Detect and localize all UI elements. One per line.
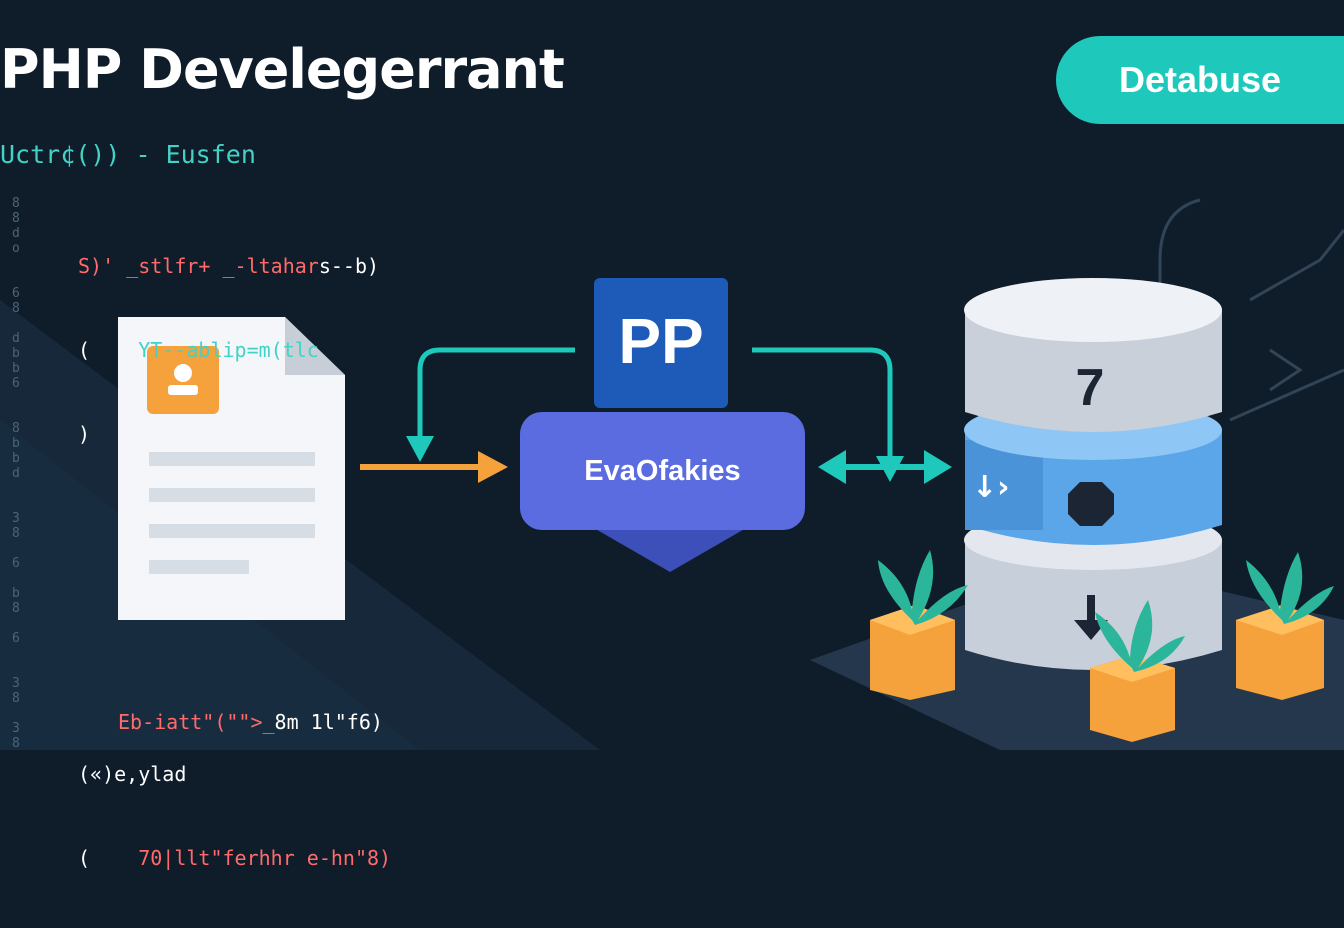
code-line: ( 70|llt"ferhhr e-hn"8)	[78, 844, 391, 872]
plant-left	[870, 550, 968, 700]
database-badge: Detabuse	[1056, 36, 1344, 124]
page-subtitle: Uctr¢()) - Eusfen	[0, 140, 256, 169]
code-line: )	[78, 420, 379, 448]
code-token: 8m 1l"f6)	[274, 710, 383, 734]
database-arrows-icon: ↓›	[972, 470, 1010, 505]
plant-right	[1236, 552, 1334, 700]
diagram-scene: PHP Develegerrant Uctr¢()) - Eusfen Deta…	[0, 36, 1344, 870]
database-badge-label: Detabuse	[1118, 59, 1282, 100]
php-logo-label: PP	[618, 305, 704, 377]
code-snippet-top: S)' _stlfr+ _-ltahars--b) ( YT--ablip=m(…	[78, 196, 379, 504]
code-line: S)' _stlfr+ _-ltahars--b)	[78, 252, 379, 280]
code-snippet-bottom-1: Eb-iatt"("">_8m 1l"f6)	[118, 652, 383, 792]
arrow-loop-left-head	[406, 436, 434, 462]
arrow-loop-right	[752, 347, 893, 460]
arrow-doc-to-process	[360, 451, 508, 483]
code-token: r+ _-ltahar	[186, 254, 319, 278]
arrow-loop-left	[417, 347, 575, 440]
process-box	[520, 412, 805, 530]
code-token: 70|llt"ferhhr e-hn"8)	[138, 846, 392, 870]
code-token: S)' _stlf	[78, 254, 187, 278]
code-line: («)e,ylad	[78, 760, 391, 788]
code-token: s--b)	[318, 254, 380, 278]
code-token: ylad	[138, 762, 187, 786]
code-token: Eb-iatt"("">_	[118, 710, 275, 734]
line-gutter: 8 8 d o 6 8 d b b 6 8 b b d 3 8 6 b 8 6 …	[12, 196, 20, 751]
code-line: ( YT--ablip=m(tlc	[78, 336, 379, 364]
document-icon	[118, 317, 345, 620]
arrow-process-db	[818, 450, 952, 484]
database-top-number: 7	[1075, 359, 1105, 417]
plant-center	[1090, 600, 1185, 742]
code-snippet-bottom-2: («)e,ylad ( 70|llt"ferhhr e-hn"8)	[78, 704, 391, 928]
database-cylinder	[964, 278, 1222, 670]
page-title: PHP Develegerrant	[0, 38, 565, 101]
php-block	[594, 278, 728, 408]
code-line: Eb-iatt"("">_8m 1l"f6)	[118, 708, 383, 736]
code-token: (	[78, 846, 91, 870]
decor-lines	[1158, 198, 1344, 422]
process-label: EvaOfakies	[584, 454, 741, 487]
diagram-graphics	[0, 198, 1344, 750]
code-token: YT--ablip=m(tlc	[138, 338, 319, 362]
code-token: («)e,	[78, 762, 139, 786]
code-token: )	[78, 422, 91, 446]
process-pointer	[580, 520, 760, 572]
code-token: (	[78, 338, 91, 362]
